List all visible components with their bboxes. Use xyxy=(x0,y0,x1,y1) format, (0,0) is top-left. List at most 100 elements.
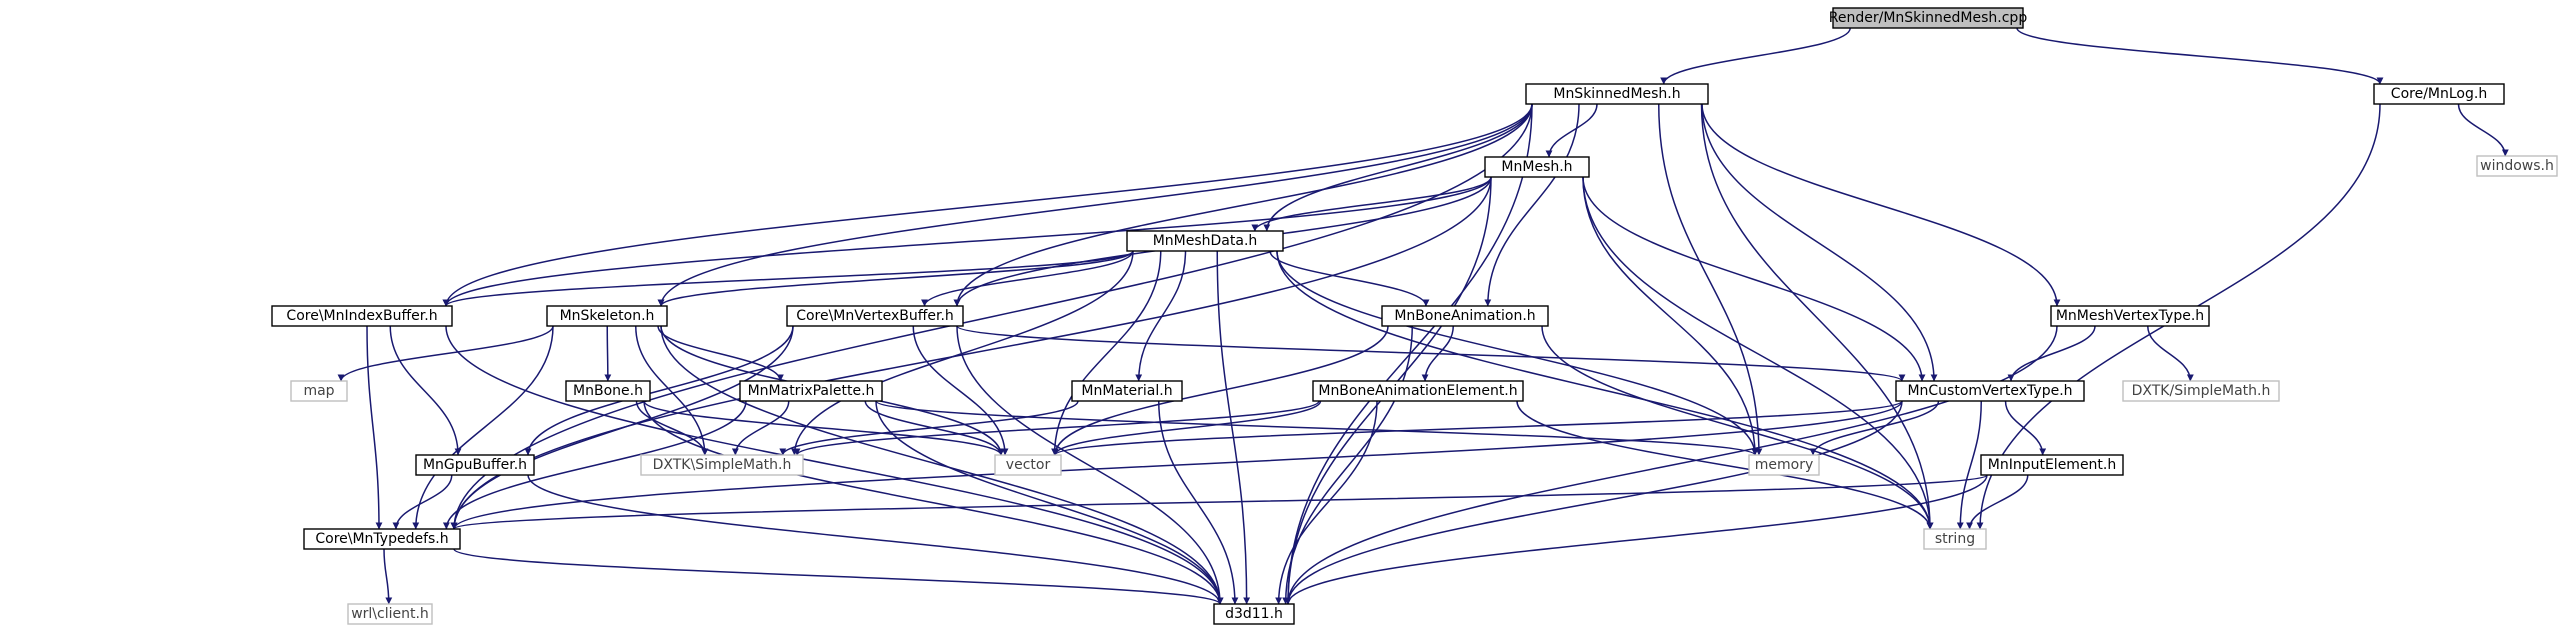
node-d3d11[interactable]: d3d11.h xyxy=(1213,603,1295,625)
edge-vertexbuffer-to-d3d11 xyxy=(956,325,1224,605)
node-label: DXTK\SimpleMath.h xyxy=(653,457,792,473)
edge-customvertextype-to-typedefs xyxy=(450,400,1903,530)
edge-customvertextype-to-inputelement xyxy=(2004,400,2047,456)
edge-customvertextype-to-vector xyxy=(1051,400,1903,456)
node-customvertextype[interactable]: MnCustomVertexType.h xyxy=(1895,380,2085,402)
edge-mesh-to-string xyxy=(1582,176,1934,530)
node-matrixpalette[interactable]: MnMatrixPalette.h xyxy=(739,380,883,402)
node-vertexbuffer[interactable]: Core\MnVertexBuffer.h xyxy=(786,305,964,327)
edge-boneanimation-to-boneanimelement xyxy=(1421,325,1454,382)
edge-material-to-dxtk_back xyxy=(779,400,1079,456)
edges-layer xyxy=(337,27,2509,605)
node-dxtk-slash[interactable]: DXTK/SimpleMath.h xyxy=(2122,380,2280,402)
node-label: string xyxy=(1935,531,1975,547)
edge-log-to-windows xyxy=(2457,103,2509,157)
node-label: MnSkinnedMesh.h xyxy=(1553,86,1680,102)
edge-mesh-to-memory xyxy=(1582,176,1759,456)
edge-inputelement-to-d3d11 xyxy=(1284,474,1988,605)
edge-gpubuffer-to-d3d11 xyxy=(527,474,1224,605)
node-typedefs[interactable]: Core\MnTypedefs.h xyxy=(303,528,461,550)
edge-skeleton-to-bone xyxy=(604,325,612,382)
node-string[interactable]: string xyxy=(1923,528,1987,550)
node-skinned[interactable]: MnSkinnedMesh.h xyxy=(1525,83,1709,105)
edge-skinned-to-skeleton xyxy=(657,103,1533,307)
node-windows[interactable]: windows.h xyxy=(2476,155,2558,177)
node-label: MnBone.h xyxy=(573,383,643,399)
edge-typedefs-to-d3d11 xyxy=(453,548,1224,605)
node-label: map xyxy=(303,383,334,399)
edge-inputelement-to-typedefs xyxy=(450,474,1988,530)
edge-boneanimelement-to-dxtk_back xyxy=(793,400,1320,456)
edge-indexbuffer-to-gpubuffer xyxy=(389,325,462,456)
edge-skinned-to-string xyxy=(1700,103,1934,530)
edge-boneanimelement-to-vector xyxy=(1051,400,1322,456)
node-boneanimelement[interactable]: MnBoneAnimationElement.h xyxy=(1312,380,1524,402)
edge-meshdata-to-boneanimation xyxy=(1269,250,1430,307)
edge-matrixpalette-to-memory xyxy=(875,400,1759,456)
edge-skinned-to-meshvertextype xyxy=(1701,103,2061,307)
node-gpubuffer[interactable]: MnGpuBuffer.h xyxy=(415,454,535,476)
node-label: Core\MnTypedefs.h xyxy=(315,531,448,547)
edge-meshdata-to-dxtk_back xyxy=(790,250,1134,456)
node-log[interactable]: Core/MnLog.h xyxy=(2373,83,2505,105)
node-skeleton[interactable]: MnSkeleton.h xyxy=(546,305,668,327)
edge-vertexbuffer-to-gpubuffer xyxy=(524,325,794,456)
node-map[interactable]: map xyxy=(290,380,348,402)
node-root[interactable]: Render/MnSkinnedMesh.cpp xyxy=(1829,7,2028,29)
node-label: Core\MnVertexBuffer.h xyxy=(796,308,954,324)
edge-skinned-to-meshdata xyxy=(1263,103,1533,232)
node-label: MnGpuBuffer.h xyxy=(423,457,527,473)
edge-meshvertextype-to-d3d11 xyxy=(1284,325,2058,605)
node-indexbuffer[interactable]: Core\MnIndexBuffer.h xyxy=(271,305,453,327)
node-label: MnMaterial.h xyxy=(1081,383,1172,399)
edge-boneanimelement-to-string xyxy=(1516,400,1934,530)
edge-root-to-skinned xyxy=(1660,27,1851,85)
edge-indexbuffer-to-typedefs xyxy=(366,325,383,530)
edge-skinned-to-customvertextype xyxy=(1701,103,1938,382)
node-meshdata[interactable]: MnMeshData.h xyxy=(1126,230,1284,252)
edge-root-to-log xyxy=(2016,27,2384,85)
node-label: wrl\client.h xyxy=(351,606,429,622)
node-vector[interactable]: vector xyxy=(994,454,1062,476)
node-bone[interactable]: MnBone.h xyxy=(565,380,651,402)
node-memory[interactable]: memory xyxy=(1748,454,1820,476)
node-label: Render/MnSkinnedMesh.cpp xyxy=(1829,10,2028,26)
node-label: MnBoneAnimationElement.h xyxy=(1318,383,1517,399)
edge-meshdata-to-vector xyxy=(1051,250,1162,456)
node-label: vector xyxy=(1006,457,1051,473)
edge-meshdata-to-string xyxy=(1276,250,1934,530)
node-material[interactable]: MnMaterial.h xyxy=(1071,380,1183,402)
edge-skinned-to-typedefs xyxy=(450,103,1533,530)
node-label: MnSkeleton.h xyxy=(560,308,655,324)
edge-meshdata-to-vertexbuffer xyxy=(921,250,1134,307)
edge-boneanimelement-to-d3d11 xyxy=(1275,400,1378,605)
node-wrl[interactable]: wrl\client.h xyxy=(347,603,433,625)
edge-matrixpalette-to-dxtk_back xyxy=(731,400,790,456)
edge-boneanimation-to-string xyxy=(1541,325,1934,530)
node-label: Core/MnLog.h xyxy=(2391,86,2487,102)
edge-bone-to-vector xyxy=(643,400,1005,456)
edge-skinned-to-mesh xyxy=(1545,103,1598,158)
edge-skinned-to-boneanimation xyxy=(1484,103,1580,307)
node-dxtk-back[interactable]: DXTK\SimpleMath.h xyxy=(640,454,804,476)
node-inputelement[interactable]: MnInputElement.h xyxy=(1980,454,2124,476)
node-boneanimation[interactable]: MnBoneAnimation.h xyxy=(1381,305,1549,327)
edge-skinned-to-vertexbuffer xyxy=(953,103,1533,307)
node-meshvertextype[interactable]: MnMeshVertexType.h xyxy=(2050,305,2210,327)
node-label: MnInputElement.h xyxy=(1988,457,2117,473)
edge-meshvertextype-to-customvertextype xyxy=(2007,325,2096,382)
node-label: Core\MnIndexBuffer.h xyxy=(286,308,437,324)
edge-inputelement-to-string xyxy=(1966,474,2029,530)
edge-skeleton-to-typedefs xyxy=(412,325,554,530)
edge-meshdata-to-memory xyxy=(1276,250,1759,456)
nodes-layer: Render/MnSkinnedMesh.cpp MnSkinnedMesh.h… xyxy=(271,7,2558,625)
edge-mesh-to-meshdata xyxy=(1251,176,1492,232)
edge-matrixpalette-to-d3d11 xyxy=(875,400,1224,605)
edge-customvertextype-to-d3d11 xyxy=(1284,400,1903,605)
edge-meshdata-to-material xyxy=(1135,250,1187,382)
node-mesh[interactable]: MnMesh.h xyxy=(1484,156,1590,178)
node-label: MnMesh.h xyxy=(1501,159,1572,175)
edge-bone-to-d3d11 xyxy=(643,400,1224,605)
edge-mesh-to-customvertextype xyxy=(1582,176,1926,382)
edge-vertexbuffer-to-vector xyxy=(912,325,1009,456)
